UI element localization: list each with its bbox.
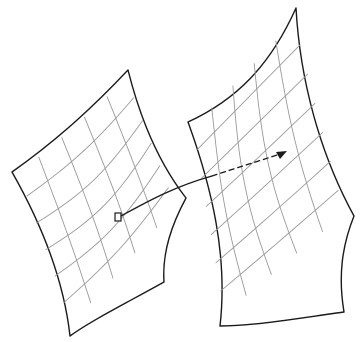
source-surface-outline [12, 70, 186, 336]
small-square-icon [115, 213, 121, 221]
target-surface [188, 8, 354, 326]
source-surface [12, 70, 186, 336]
